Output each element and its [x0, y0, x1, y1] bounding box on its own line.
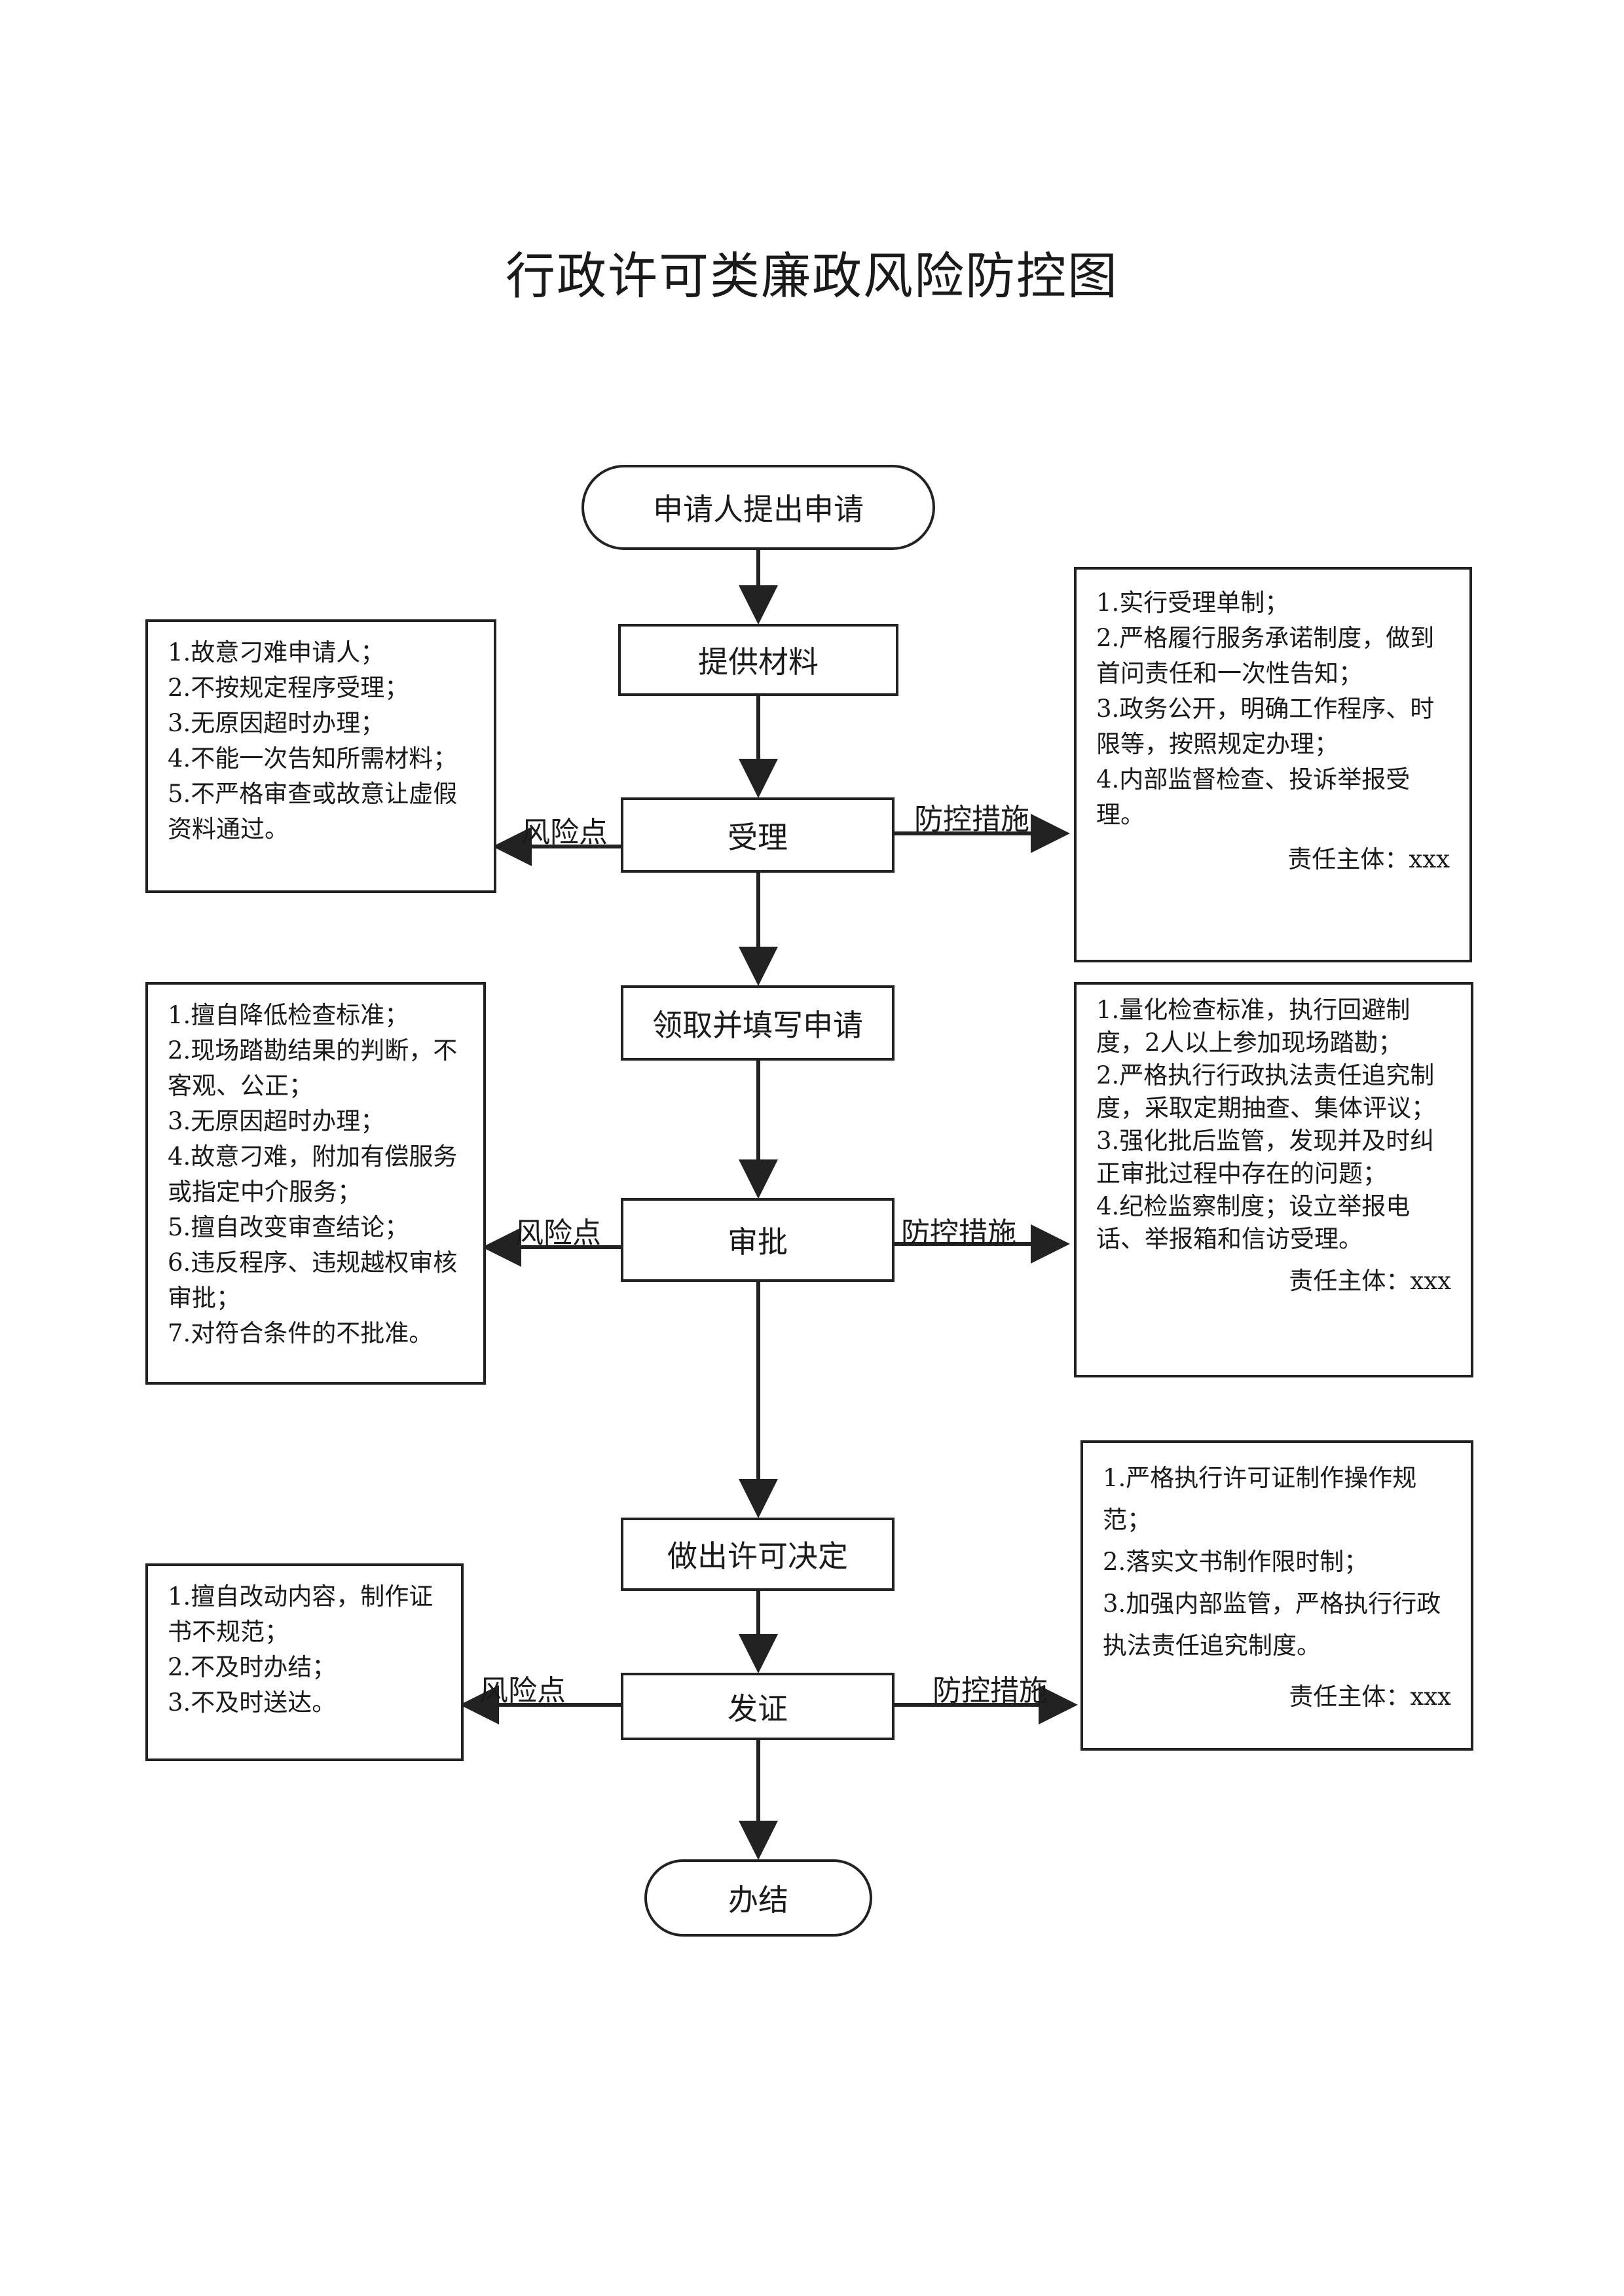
control-item: 3.政务公开，明确工作程序、时限等，按照规定办理；: [1096, 695, 1435, 758]
control-item: 2.严格执行行政执法责任追究制度，采取定期抽查、集体评议；: [1096, 1061, 1435, 1122]
start-node: 申请人提出申请: [581, 465, 935, 550]
control-item: 1.实行受理单制；: [1096, 589, 1289, 617]
risk-item: 4.不能一次告知所需材料；: [168, 744, 458, 773]
risk-item: 3.无原因超时办理；: [168, 709, 385, 737]
risk-item: 1.故意刁难申请人；: [168, 638, 385, 666]
control-item: 3.强化批后监管，发现并及时纠正审批过程中存在的问题；: [1096, 1127, 1435, 1188]
risk-item: 6.违反程序、违规越权审核审批；: [168, 1248, 458, 1312]
control-item: 2.落实文书制作限时制；: [1103, 1548, 1369, 1576]
control-box-approve: 1.量化检查标准，执行回避制度，2人以上参加现场踏勘； 2.严格执行行政执法责任…: [1074, 982, 1473, 1377]
risk-item: 1.擅自降低检查标准；: [168, 1001, 409, 1029]
control-item: 4.内部监督检查、投诉举报受理。: [1096, 765, 1411, 829]
control-item: 4.纪检监察制度；设立举报电话、举报箱和信访受理。: [1096, 1192, 1411, 1253]
risk-box-issue: 1.擅自改动内容，制作证书不规范； 2.不及时办结； 3.不及时送达。: [145, 1563, 464, 1761]
risk-item: 1.擅自改动内容，制作证书不规范；: [168, 1582, 434, 1646]
control-label-approve: 防控措施: [901, 1216, 1016, 1250]
page-title: 行政许可类廉政风险防控图: [506, 247, 1118, 305]
risk-label-accept: 风险点: [521, 816, 608, 849]
risk-item: 2.不及时办结；: [168, 1653, 337, 1681]
responsible-party: 责任主体：xxx: [1287, 845, 1450, 873]
finish-node: 办结: [644, 1859, 872, 1937]
risk-item: 2.不按规定程序受理；: [168, 674, 409, 702]
risk-label-issue: 风险点: [479, 1674, 566, 1707]
risk-item: 3.无原因超时办理；: [168, 1107, 385, 1135]
control-item: 1.严格执行许可证制作操作规范；: [1103, 1464, 1417, 1534]
responsible-party: 责任主体：xxx: [1289, 1683, 1451, 1711]
control-item: 3.加强内部监管，严格执行行政执法责任追究制度。: [1103, 1590, 1441, 1660]
approve-node: 审批: [621, 1198, 895, 1282]
risk-item: 5.擅自改变审查结论；: [168, 1213, 409, 1241]
provide-materials-node: 提供材料: [618, 624, 898, 696]
risk-item: 3.不及时送达。: [168, 1688, 337, 1717]
risk-item: 2.现场踏勘结果的判断，不客观、公正；: [168, 1036, 458, 1100]
issue-certificate-node: 发证: [621, 1673, 895, 1740]
control-box-accept: 1.实行受理单制； 2.严格履行服务承诺制度，做到首问责任和一次性告知； 3.政…: [1074, 567, 1472, 962]
control-box-issue: 1.严格执行许可证制作操作规范； 2.落实文书制作限时制； 3.加强内部监管，严…: [1080, 1440, 1473, 1751]
control-label-issue: 防控措施: [932, 1674, 1048, 1707]
risk-box-accept: 1.故意刁难申请人； 2.不按规定程序受理； 3.无原因超时办理； 4.不能一次…: [145, 619, 496, 893]
control-item: 1.量化检查标准，执行回避制度，2人以上参加现场踏勘；: [1096, 996, 1411, 1057]
risk-item: 5.不严格审查或故意让虚假资料通过。: [168, 780, 458, 843]
accept-node: 受理: [621, 797, 895, 873]
control-label-accept: 防控措施: [914, 803, 1029, 836]
responsible-party: 责任主体：xxx: [1289, 1267, 1451, 1295]
control-item: 2.严格履行服务承诺制度，做到首问责任和一次性告知；: [1096, 624, 1435, 687]
risk-label-approve: 风险点: [515, 1216, 601, 1250]
decide-node: 做出许可决定: [621, 1518, 895, 1591]
risk-box-approve: 1.擅自降低检查标准； 2.现场踏勘结果的判断，不客观、公正； 3.无原因超时办…: [145, 982, 486, 1385]
receive-fill-application-node: 领取并填写申请: [621, 985, 895, 1061]
risk-item: 7.对符合条件的不批准。: [168, 1319, 434, 1347]
risk-item: 4.故意刁难，附加有偿服务或指定中介服务；: [168, 1142, 458, 1206]
